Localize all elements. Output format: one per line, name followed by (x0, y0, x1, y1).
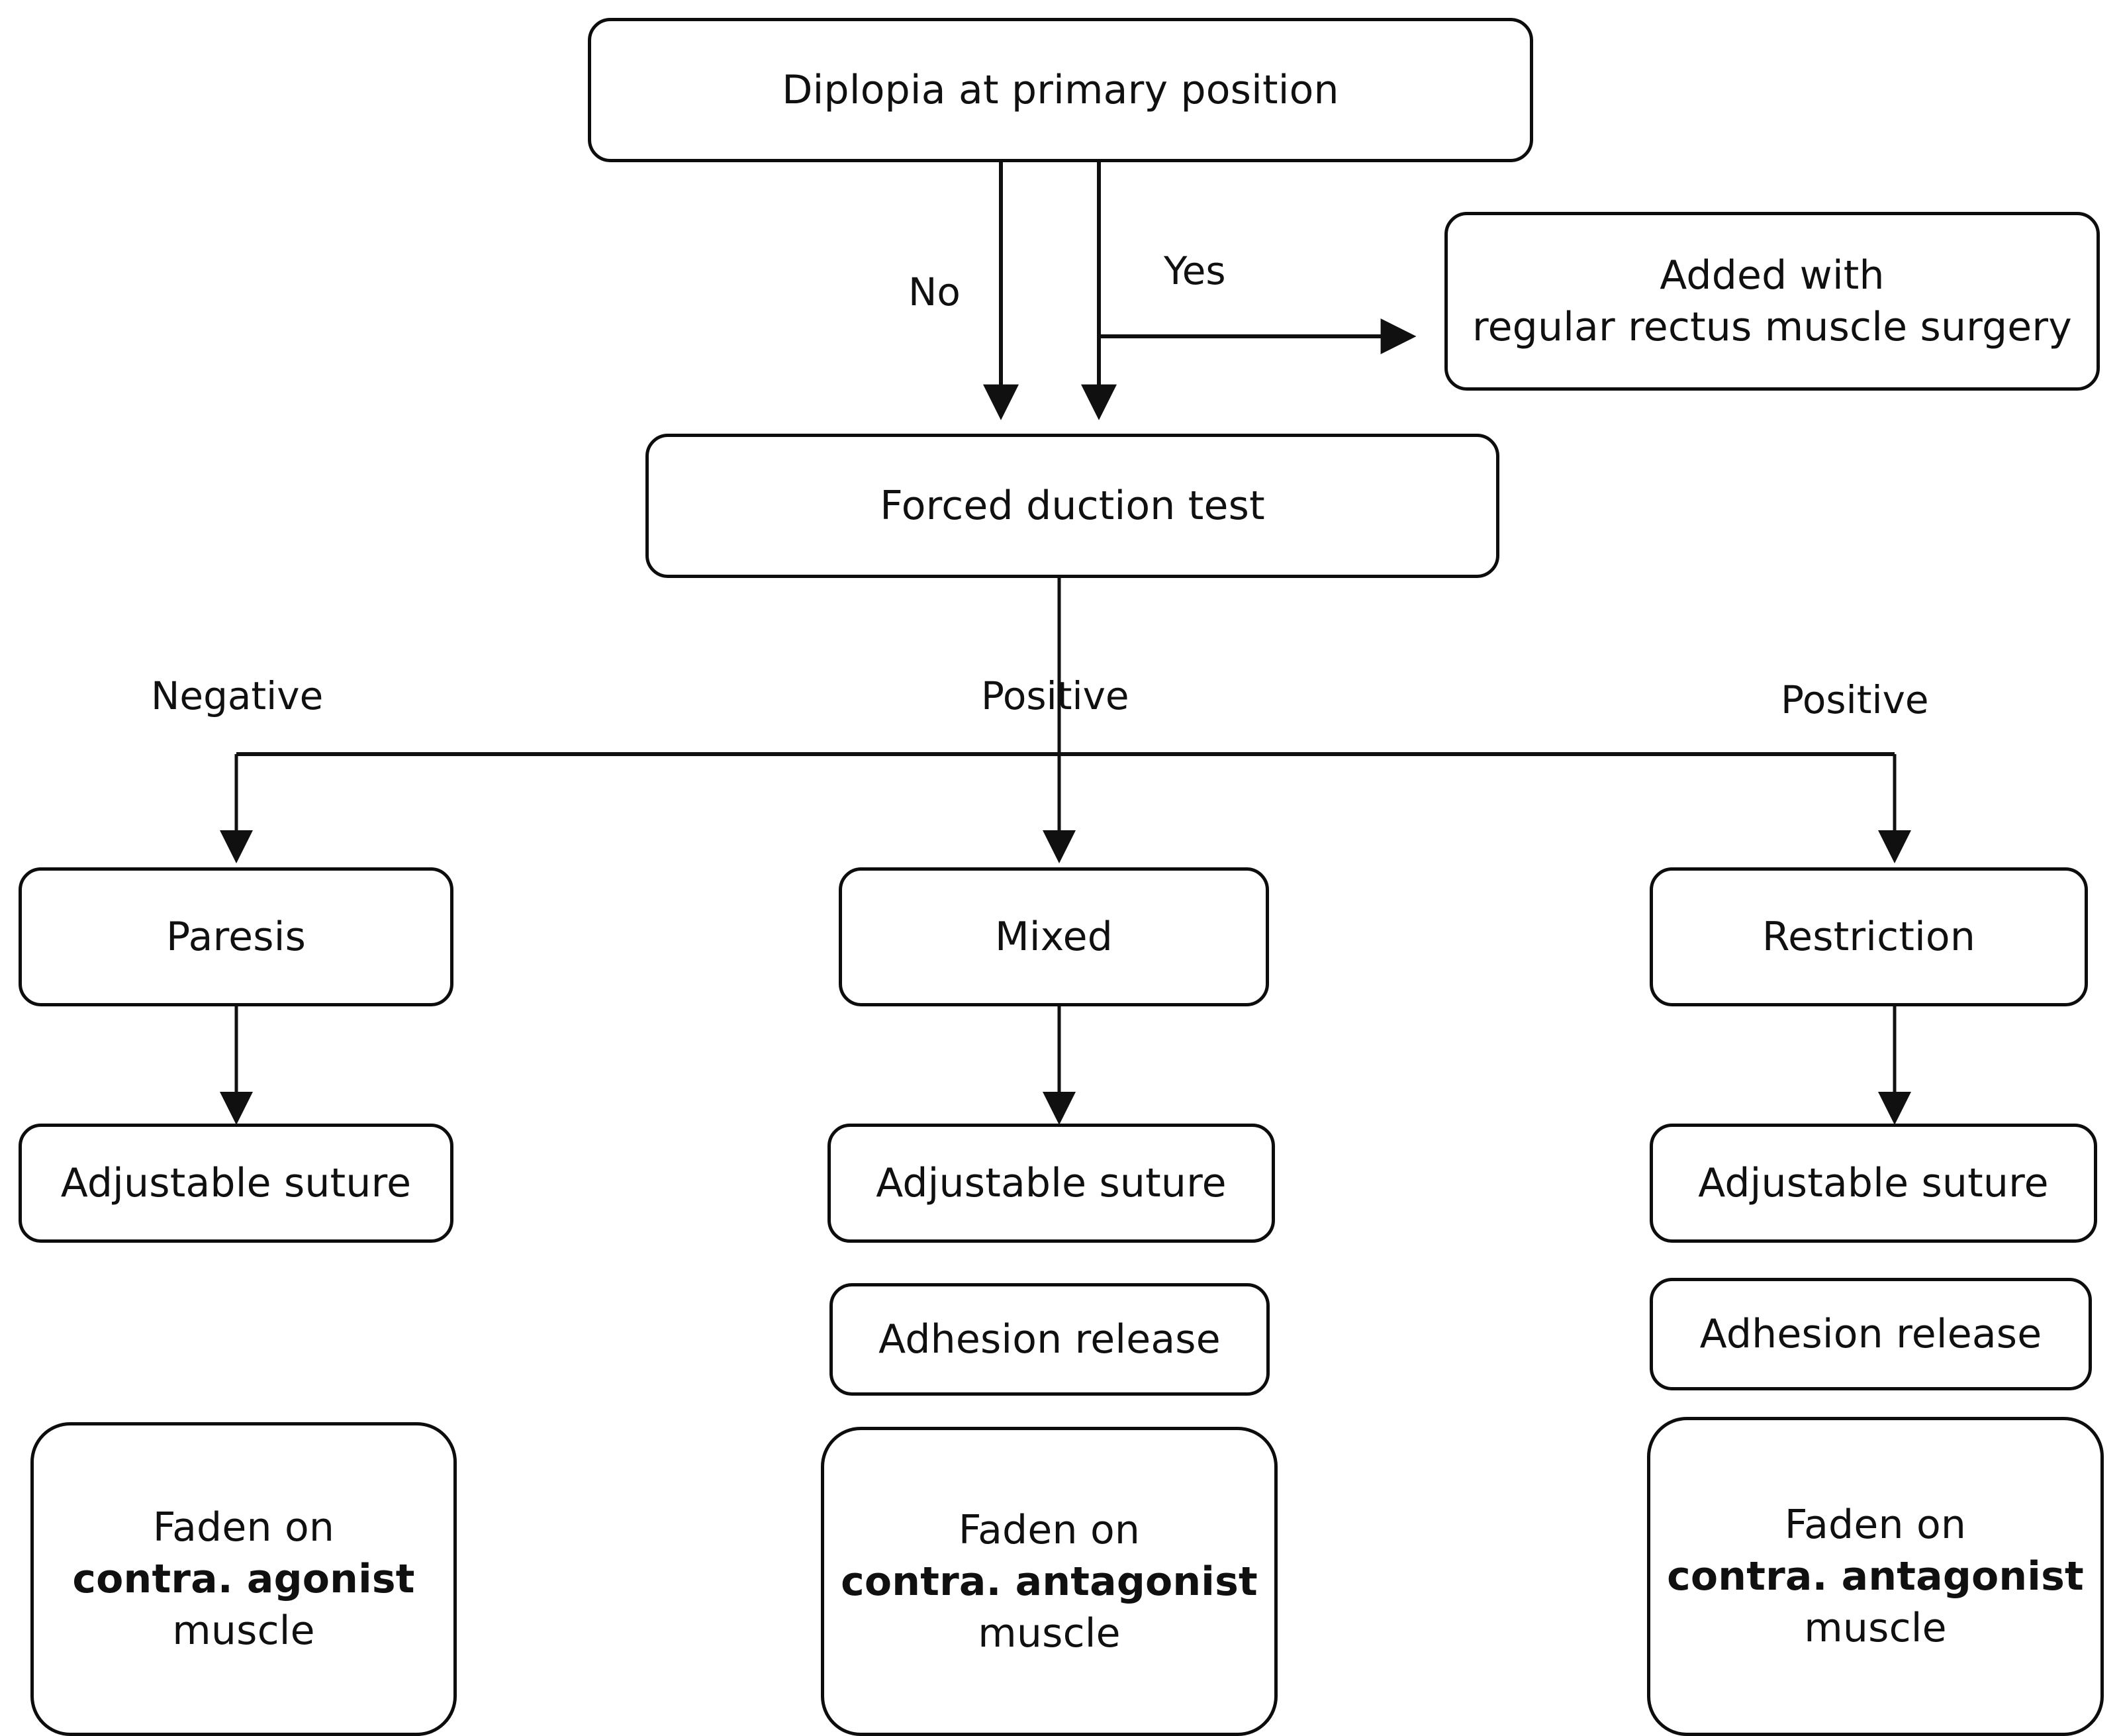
edge-label-yes: Yes (1164, 248, 1226, 293)
node-adhesion-release-mid-label: Adhesion release (878, 1316, 1221, 1363)
node-forced-duction-test-label: Forced duction test (880, 483, 1265, 529)
node-adhesion-release-mid[interactable]: Adhesion release (829, 1283, 1270, 1396)
node-mixed-label: Mixed (994, 914, 1113, 960)
node-added-surgery-line2: regular rectus muscle surgery (1472, 304, 2072, 350)
node-forced-duction-test[interactable]: Forced duction test (645, 434, 1499, 578)
node-adhesion-release-right-label: Adhesion release (1699, 1311, 2042, 1357)
node-faden-right-line3: muscle (1804, 1605, 1947, 1651)
edge-label-no: No (908, 269, 961, 314)
node-faden-right[interactable]: Faden on contra. antagonist muscle (1647, 1417, 2104, 1736)
node-faden-left-line2: contra. agonist (72, 1556, 415, 1602)
node-paresis-label: Paresis (165, 914, 306, 960)
node-adhesion-release-right[interactable]: Adhesion release (1650, 1278, 2092, 1390)
node-adjustable-suture-left[interactable]: Adjustable suture (19, 1124, 453, 1243)
node-faden-mid-line1: Faden on (958, 1506, 1141, 1553)
node-faden-right-line1: Faden on (1784, 1502, 1967, 1548)
node-added-surgery[interactable]: Added with regular rectus muscle surgery (1444, 212, 2100, 391)
node-restriction[interactable]: Restriction (1650, 867, 2088, 1006)
node-faden-left[interactable]: Faden on contra. agonist muscle (30, 1422, 457, 1736)
node-paresis[interactable]: Paresis (19, 867, 453, 1006)
node-adjustable-suture-right-label: Adjustable suture (1698, 1160, 2049, 1206)
node-mixed[interactable]: Mixed (839, 867, 1269, 1006)
node-adjustable-suture-mid-label: Adjustable suture (876, 1160, 1227, 1206)
node-faden-left-line1: Faden on (152, 1504, 335, 1551)
node-diplopia-label: Diplopia at primary position (782, 67, 1339, 113)
node-faden-mid-line2: contra. antagonist (841, 1558, 1258, 1605)
node-diplopia[interactable]: Diplopia at primary position (588, 18, 1533, 162)
node-adjustable-suture-left-label: Adjustable suture (60, 1160, 412, 1206)
edge-label-positive-mid: Positive (981, 673, 1129, 718)
node-faden-mid-line3: muscle (978, 1610, 1121, 1657)
node-adjustable-suture-right[interactable]: Adjustable suture (1650, 1124, 2097, 1243)
edge-label-negative: Negative (151, 673, 324, 718)
node-added-surgery-line1: Added with (1660, 252, 1885, 299)
node-adjustable-suture-mid[interactable]: Adjustable suture (827, 1124, 1275, 1243)
node-faden-right-line2: contra. antagonist (1667, 1553, 2084, 1600)
node-faden-mid[interactable]: Faden on contra. antagonist muscle (821, 1427, 1278, 1736)
node-faden-left-line3: muscle (172, 1608, 315, 1654)
edge-label-positive-right: Positive (1781, 677, 1929, 722)
node-restriction-label: Restriction (1762, 914, 1976, 960)
